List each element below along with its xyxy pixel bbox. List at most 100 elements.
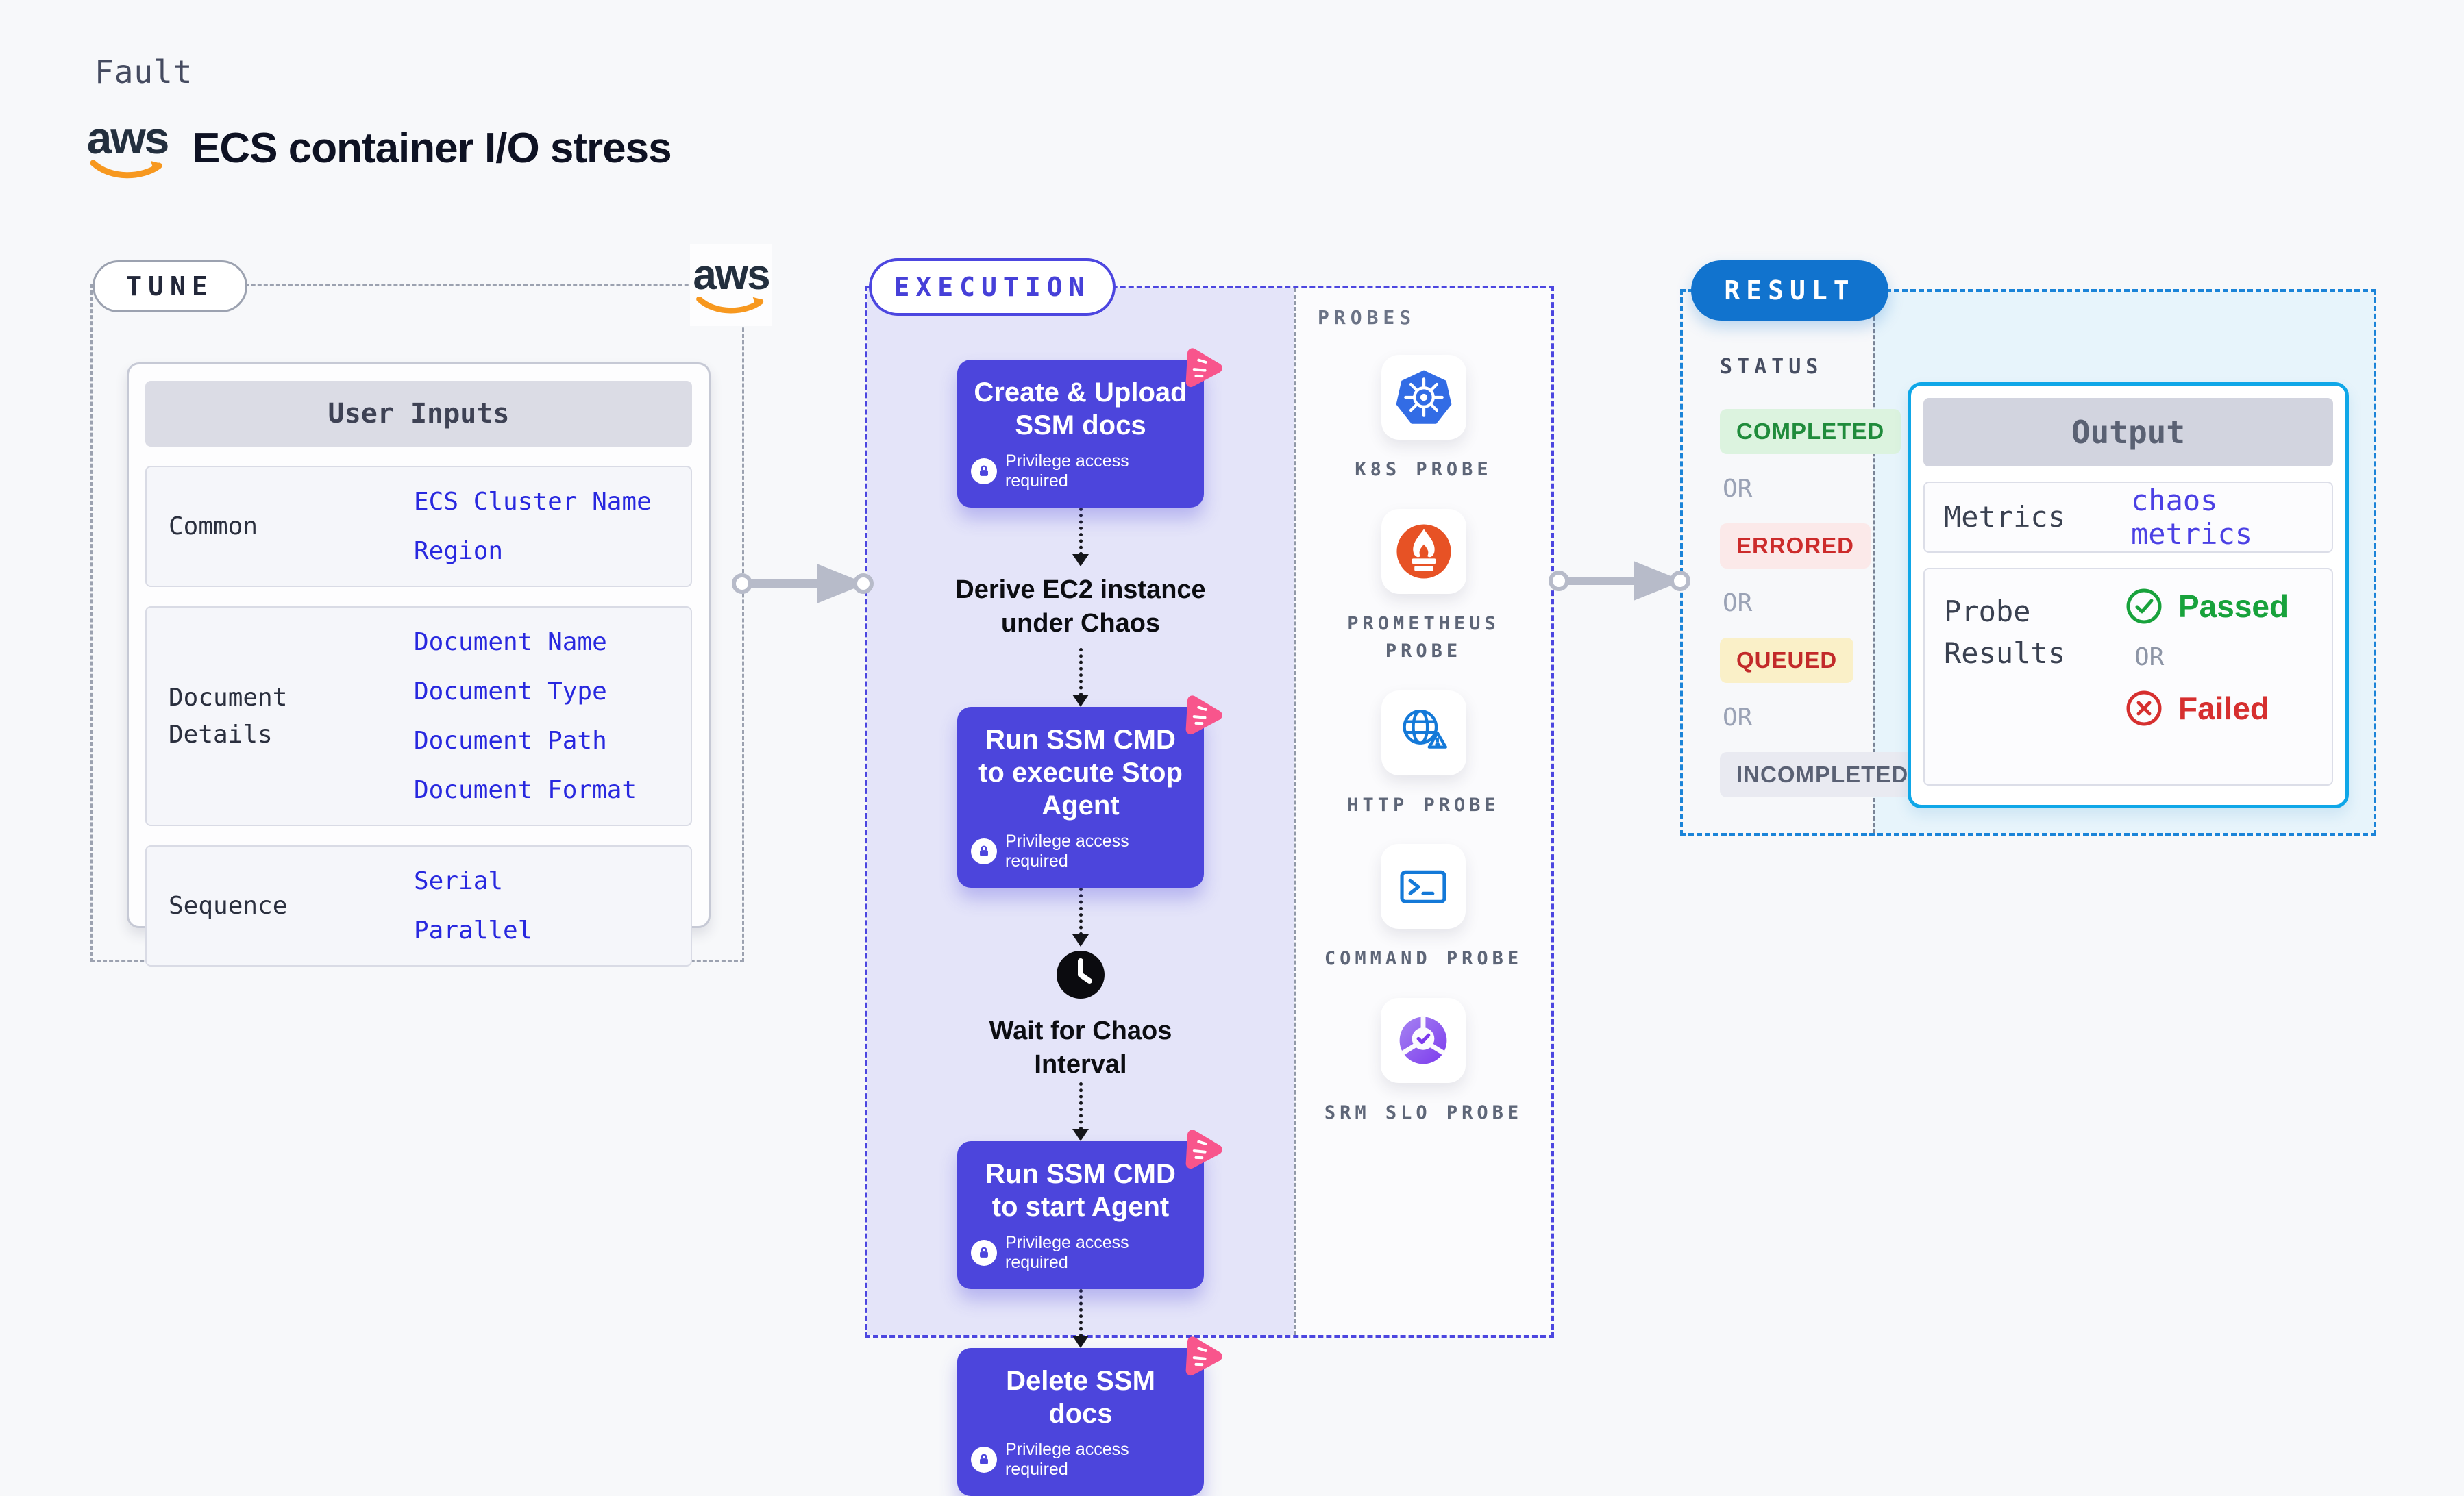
chaos-icon: [1176, 690, 1222, 736]
execution-wait-step: Wait for Chaos Interval: [964, 947, 1197, 1082]
row-value: Document Format: [414, 776, 637, 804]
privilege-badge: Privilege access required: [971, 1233, 1190, 1273]
probe-results-row: Probe Results Passed OR Failed: [1923, 568, 2333, 786]
flow-arrow-down: [1072, 887, 1089, 947]
http-globe-icon: [1402, 709, 1447, 749]
privilege-badge: Privilege access required: [971, 451, 1190, 491]
chaos-triangle-icon: [1185, 1129, 1222, 1169]
flow-arrow-down: [1072, 508, 1089, 566]
fault-eyebrow-label: Fault: [95, 53, 193, 90]
privilege-badge: Privilege access required: [971, 1440, 1190, 1480]
flow-arrowhead-icon: [1072, 1128, 1089, 1141]
chaos-icon: [1176, 343, 1222, 388]
step-title: Run SSM CMD to start Agent: [985, 1158, 1176, 1222]
lock-icon: [980, 845, 988, 856]
probe-label: HTTP PROBE: [1347, 794, 1500, 816]
probe-card: [1381, 997, 1466, 1083]
aws-logo-text: aws: [693, 251, 770, 299]
flow-arrow-down: [1072, 1288, 1089, 1348]
flow-arrowhead-icon: [1072, 934, 1089, 947]
status-badge-incompleted: INCOMPLETED: [1720, 752, 1925, 797]
flow-arrow-down: [1072, 1082, 1089, 1141]
probe-card: [1381, 690, 1466, 775]
aws-logo: aws: [87, 115, 169, 181]
chaos-icon: [1176, 1332, 1222, 1377]
privilege-badge-label: Privilege access required: [1005, 1232, 1129, 1272]
kubernetes-icon: [1396, 370, 1451, 424]
failed-label: Failed: [2178, 690, 2269, 726]
probe-card: [1381, 508, 1466, 594]
status-badge-queued: QUEUED: [1720, 638, 1854, 683]
row-value: Parallel: [414, 917, 533, 945]
privilege-badge: Privilege access required: [971, 832, 1190, 871]
row-value: Region: [414, 537, 504, 565]
row-value: Serial: [414, 867, 504, 895]
metrics-label: Metrics: [1944, 499, 2066, 534]
row-value: ECS Cluster Name: [414, 488, 652, 516]
status-badge-completed: COMPLETED: [1720, 409, 1901, 454]
tune-to-execution-arrow: [730, 560, 876, 610]
lock-icon: [971, 1239, 997, 1266]
privilege-badge-label: Privilege access required: [1005, 831, 1129, 871]
execution-step-box: Run SSM CMD to execute Stop Agent Privil…: [957, 695, 1222, 888]
passed-line: Passed: [2125, 587, 2289, 625]
probe-item: HTTP PROBE: [1347, 690, 1500, 820]
row-value: Document Path: [414, 727, 607, 755]
output-card: Output Metrics chaos metrics Probe Resul…: [1908, 382, 2349, 808]
lock-icon: [980, 1247, 988, 1258]
aws-logo-text: aws: [86, 112, 170, 163]
privilege-badge-label: Privilege access required: [1005, 1439, 1129, 1479]
row-label: Sequence: [169, 891, 288, 920]
clock-icon: [1057, 950, 1105, 999]
status-badge-errored: ERRORED: [1720, 523, 1871, 569]
metrics-value: chaos metrics: [2131, 484, 2253, 551]
probes-heading: PROBES: [1318, 306, 1416, 329]
result-pill: RESULT: [1691, 260, 1888, 321]
flow-arrow-stem: [1079, 1288, 1083, 1337]
execution-step-label: Derive EC2 instance under Chaos: [955, 575, 1206, 638]
flow-arrowhead-icon: [1072, 694, 1089, 707]
probes-panel: PROBES K8S PROBE PROMETHEUS PROBE HTTP P…: [1294, 288, 1551, 1335]
passed-check-icon: [2126, 588, 2162, 624]
user-inputs-header: User Inputs: [145, 381, 692, 447]
flow-arrowhead-icon: [1072, 1335, 1089, 1348]
chaos-triangle-icon: [1185, 348, 1222, 388]
flow-arrow-stem: [1079, 647, 1083, 696]
row-value: Document Type: [414, 677, 607, 706]
flow-arrow-stem: [1079, 508, 1083, 556]
step-title: Delete SSM docs: [1006, 1365, 1155, 1429]
page-title-row: aws ECS container I/O stress: [87, 115, 672, 181]
chaos-icon: [1176, 1125, 1222, 1170]
probe-label: SRM SLO PROBE: [1324, 1101, 1523, 1123]
probe-item: SRM SLO PROBE: [1324, 997, 1523, 1127]
probe-item: PROMETHEUS PROBE: [1314, 508, 1533, 666]
lock-icon: [971, 838, 997, 864]
execution-section: PROBES K8S PROBE PROMETHEUS PROBE HTTP P…: [865, 258, 1554, 1496]
execution-step-box: Run SSM CMD to start Agent Privilege acc…: [957, 1129, 1222, 1289]
row-label: Document Details: [169, 683, 288, 749]
wait-step-label: Wait for Chaos Interval: [989, 1016, 1172, 1080]
probes-list: K8S PROBE PROMETHEUS PROBE HTTP PROBE CO…: [1296, 355, 1551, 1127]
flow-arrow-stem: [1079, 1082, 1083, 1130]
execution-step-box: Delete SSM docs Privilege access require…: [957, 1336, 1222, 1496]
execution-pill: EXECUTION: [869, 258, 1116, 316]
status-or-label: OR: [1723, 589, 1753, 617]
probe-results-or: OR: [2134, 643, 2165, 671]
probe-label: K8S PROBE: [1355, 459, 1492, 480]
flow-arrow-stem: [1079, 887, 1083, 936]
flow-arrowhead-icon: [1072, 554, 1089, 566]
probe-label: COMMAND PROBE: [1324, 948, 1523, 969]
tune-pill: TUNE: [93, 260, 247, 312]
step-title: Run SSM CMD to execute Stop Agent: [978, 724, 1183, 821]
execution-to-result-arrow: [1547, 558, 1692, 608]
